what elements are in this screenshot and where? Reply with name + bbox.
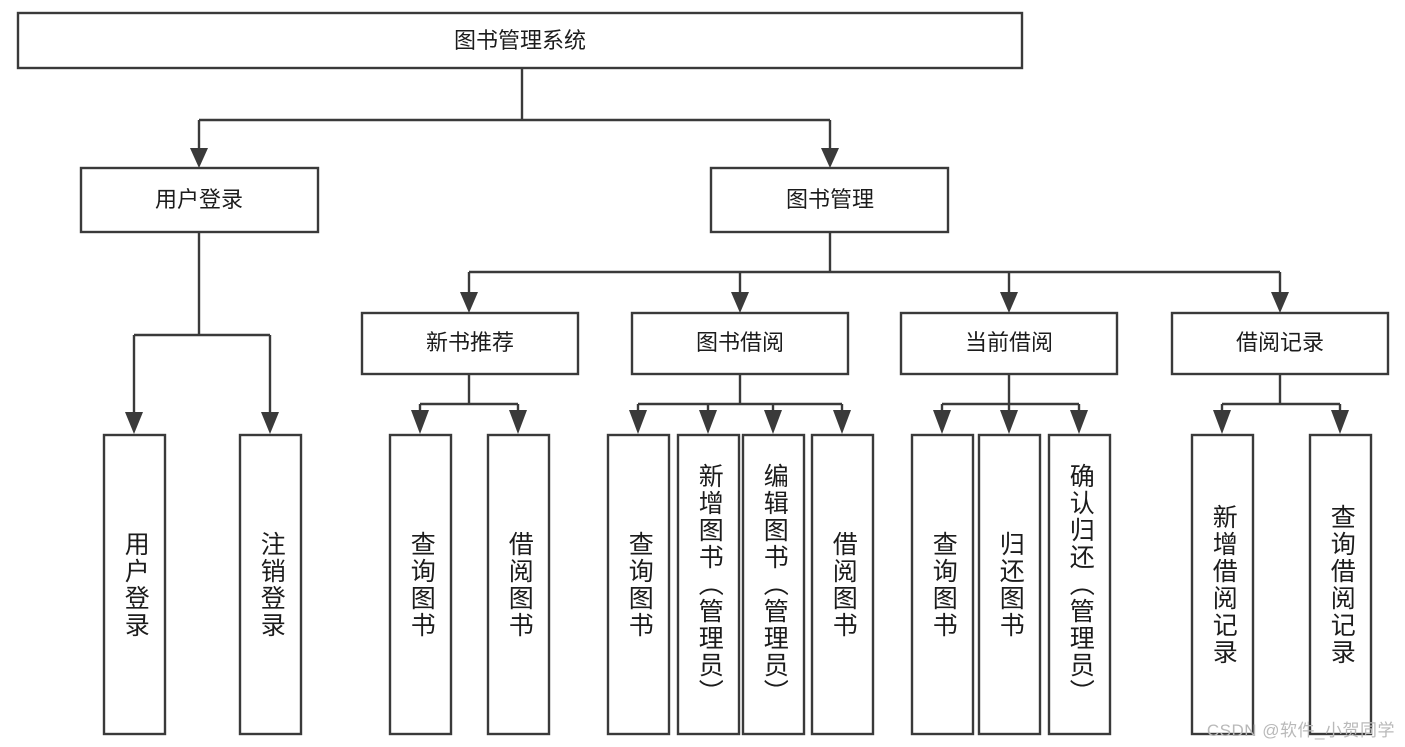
arrow-head-leaf-current-borrow-2 (1000, 410, 1018, 434)
leaf-box-current-borrow-2[interactable] (977, 433, 1042, 736)
arrow-head-book-borrow (731, 292, 749, 313)
connector-group-book-borrow (629, 374, 851, 434)
leaf-box-user-login-1[interactable] (102, 433, 167, 736)
arrow-head-book-manage (821, 148, 839, 168)
arrow-head-leaf-current-borrow-3 (1070, 410, 1088, 434)
node-root-system-box[interactable] (16, 11, 1024, 70)
leaf-box-book-borrow-2[interactable] (676, 433, 741, 736)
node-root-system[interactable]: 图书管理系统 (16, 11, 1024, 70)
node-book-borrow-label: 图书借阅 (696, 330, 784, 355)
leaf-box-book-borrow-4[interactable] (810, 433, 875, 736)
arrow-head-leaf-borrow-record-1 (1213, 410, 1231, 434)
arrow-head-leaf-new-book-1 (411, 410, 429, 434)
leaf-box-book-borrow-1[interactable] (606, 433, 671, 736)
leaf-box-user-login-2[interactable] (238, 433, 303, 736)
arrow-head-leaf-new-book-2 (509, 410, 527, 434)
leaf-group-new-book-recommend (388, 433, 551, 736)
connector-group-book-manage (460, 232, 1289, 313)
node-new-book-recommend[interactable]: 新书推荐 (360, 311, 580, 376)
node-book-manage-box[interactable] (709, 166, 950, 234)
leaf-group-user-login (102, 433, 303, 736)
node-borrow-record[interactable]: 借阅记录 (1170, 311, 1390, 376)
csdn-watermark: CSDN @软件_小贺同学 (1206, 721, 1395, 740)
connector-group-current-borrow (933, 374, 1088, 434)
node-user-login-box[interactable] (79, 166, 320, 234)
arrow-head-leaf-current-borrow-1 (933, 410, 951, 434)
node-user-login-label: 用户登录 (155, 187, 243, 212)
arrow-head-leaf-user-login-1 (125, 412, 143, 434)
node-current-borrow[interactable]: 当前借阅 (899, 311, 1119, 376)
connector-group-root (190, 68, 839, 168)
node-user-login[interactable]: 用户登录 (79, 166, 320, 234)
arrow-head-borrow-record (1271, 292, 1289, 313)
arrow-head-leaf-user-login-2 (261, 412, 279, 434)
arrow-head-new-book (460, 292, 478, 313)
leaf-group-borrow-record (1190, 433, 1373, 736)
node-book-borrow-box[interactable] (630, 311, 850, 376)
connector-group-borrow-record (1213, 374, 1349, 434)
leaf-box-borrow-record-2[interactable] (1308, 433, 1373, 736)
arrow-head-leaf-book-borrow-4 (833, 410, 851, 434)
arrow-head-leaf-book-borrow-3 (764, 410, 782, 434)
leaf-box-current-borrow-3[interactable] (1047, 433, 1112, 736)
leaf-group-current-borrow (910, 433, 1112, 736)
arrow-head-current-borrow (1000, 292, 1018, 313)
node-current-borrow-label: 当前借阅 (965, 330, 1053, 355)
arrow-head-leaf-borrow-record-2 (1331, 410, 1349, 434)
node-borrow-record-label: 借阅记录 (1236, 330, 1324, 355)
leaf-box-borrow-record-1[interactable] (1190, 433, 1255, 736)
leaf-group-book-borrow (606, 433, 875, 736)
leaf-box-current-borrow-1[interactable] (910, 433, 975, 736)
node-book-borrow[interactable]: 图书借阅 (630, 311, 850, 376)
leaf-box-new-book-1[interactable] (388, 433, 453, 736)
node-book-manage-label: 图书管理 (786, 187, 874, 212)
arrow-head-user-login (190, 148, 208, 168)
node-new-book-recommend-label: 新书推荐 (426, 330, 514, 355)
node-book-manage[interactable]: 图书管理 (709, 166, 950, 234)
node-borrow-record-box[interactable] (1170, 311, 1390, 376)
connector-group-user-login (125, 232, 279, 434)
leaf-box-new-book-2[interactable] (486, 433, 551, 736)
node-new-book-recommend-box[interactable] (360, 311, 580, 376)
leaf-box-book-borrow-3[interactable] (741, 433, 806, 736)
node-current-borrow-box[interactable] (899, 311, 1119, 376)
arrow-head-leaf-book-borrow-1 (629, 410, 647, 434)
arrow-head-leaf-book-borrow-2 (699, 410, 717, 434)
node-root-system-label: 图书管理系统 (454, 28, 586, 53)
connector-group-new-book-recommend (411, 374, 527, 434)
